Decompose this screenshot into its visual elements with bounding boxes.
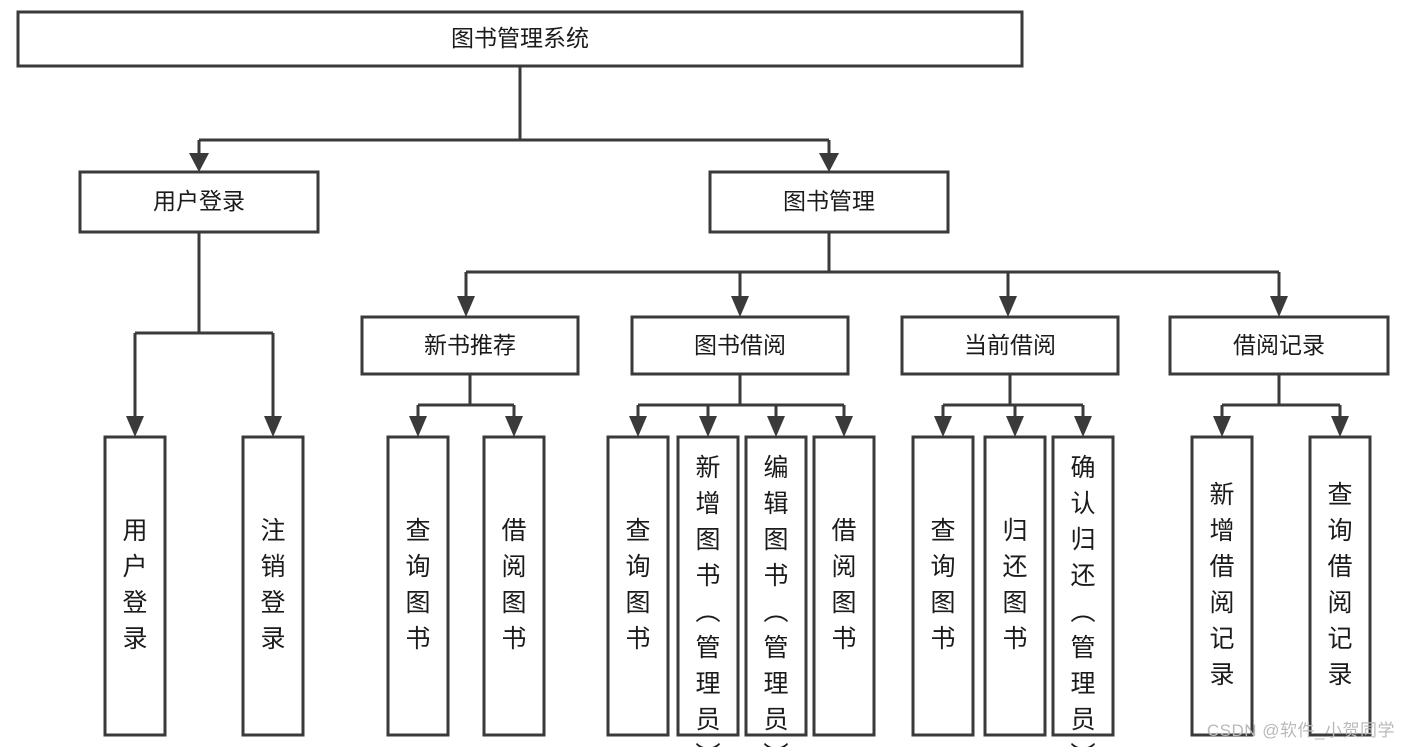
leaf-node-logout-user-label: 注销登录	[260, 517, 285, 653]
leaf-node-add-borrow-record[interactable]: 新增借阅记录	[1190, 435, 1254, 737]
leaf-node-add-book-admin-box[interactable]	[676, 435, 740, 737]
node-new-book-recommend-label: 新书推荐	[424, 332, 516, 358]
node-current-borrow[interactable]: 当前借阅	[900, 315, 1120, 376]
node-book-manage-box[interactable]	[708, 170, 950, 234]
leaf-node-return-book-label: 归还图书	[1002, 517, 1027, 653]
leaf-node-query-borrow-record-box[interactable]	[1308, 435, 1372, 737]
arrow-head-add-borrow-record	[1213, 416, 1231, 437]
leaf-node-login-user-label: 用户登录	[122, 517, 147, 653]
leaf-node-confirm-return-admin[interactable]: 确认归还︵管理员︶	[1051, 435, 1115, 747]
node-book-borrow[interactable]: 图书借阅	[630, 315, 850, 376]
leaf-node-query-borrow-record[interactable]: 查询借阅记录	[1308, 435, 1372, 737]
leaf-node-login-user-box[interactable]	[103, 435, 167, 737]
leaf-node-query-book-cur-label: 查询图书	[930, 517, 955, 653]
node-current-borrow-box[interactable]	[900, 315, 1120, 376]
node-book-borrow-box[interactable]	[630, 315, 850, 376]
arrow-head-book-manage	[819, 153, 839, 172]
node-root-label: 图书管理系统	[451, 25, 589, 51]
leaf-node-return-book[interactable]: 归还图书	[983, 435, 1047, 737]
leaf-node-query-book-cur-box[interactable]	[911, 435, 975, 737]
leaf-node-query-book-rec-label: 查询图书	[405, 517, 430, 653]
node-book-manage[interactable]: 图书管理	[708, 170, 950, 234]
leaf-node-query-book-borrow-box[interactable]	[606, 435, 670, 737]
arrow-head-logout-user	[264, 416, 282, 437]
leaf-nodes: 用户登录 注销登录 查询图书 借阅图书 查询图书 新增图书︵管理员︶ 编辑图书︵管理员︶ 借阅…	[103, 435, 1372, 747]
node-user-login-box[interactable]	[78, 170, 320, 234]
arrow-head-new-book-recommend	[457, 296, 475, 317]
arrow-head-query-book-cur	[934, 416, 952, 437]
arrow-head-query-book-borrow	[629, 416, 647, 437]
leaf-node-add-book-admin[interactable]: 新增图书︵管理员︶	[676, 435, 740, 747]
node-borrow-record[interactable]: 借阅记录	[1168, 315, 1390, 376]
node-user-login[interactable]: 用户登录	[78, 170, 320, 234]
arrow-head-add-book-admin	[699, 416, 717, 437]
leaf-node-confirm-return-admin-box[interactable]	[1051, 435, 1115, 737]
leaf-node-borrow-book-rec[interactable]: 借阅图书	[482, 435, 546, 737]
arrow-head-return-book	[1006, 416, 1024, 437]
arrow-head-user-login	[189, 153, 209, 172]
leaf-node-borrow-book-rec-label: 借阅图书	[501, 517, 526, 653]
leaf-node-query-borrow-record-label: 查询借阅记录	[1327, 481, 1352, 689]
node-new-book-recommend[interactable]: 新书推荐	[360, 315, 580, 376]
leaf-node-query-book-borrow[interactable]: 查询图书	[606, 435, 670, 737]
node-user-login-label: 用户登录	[153, 188, 245, 214]
leaf-node-logout-user-box[interactable]	[241, 435, 305, 737]
node-borrow-record-box[interactable]	[1168, 315, 1390, 376]
node-book-manage-label: 图书管理	[783, 188, 875, 214]
leaf-node-return-book-box[interactable]	[983, 435, 1047, 737]
node-root-box[interactable]	[16, 10, 1024, 68]
leaf-node-edit-book-admin-box[interactable]	[744, 435, 808, 737]
node-root[interactable]: 图书管理系统	[16, 10, 1024, 68]
leaf-node-query-book-cur[interactable]: 查询图书	[911, 435, 975, 737]
arrow-head-query-book-rec	[409, 416, 427, 437]
node-borrow-record-label: 借阅记录	[1233, 332, 1325, 358]
node-book-borrow-label: 图书借阅	[694, 332, 786, 358]
leaf-node-borrow-book-rec-box[interactable]	[482, 435, 546, 737]
leaf-node-query-book-borrow-label: 查询图书	[625, 517, 650, 653]
leaf-node-query-book-rec-box[interactable]	[386, 435, 450, 737]
arrow-head-edit-book-admin	[767, 416, 785, 437]
arrow-head-borrow-book-rec	[505, 416, 523, 437]
arrow-head-book-borrow	[731, 296, 749, 317]
connectors	[126, 66, 1349, 437]
arrow-head-confirm-return-admin	[1074, 416, 1092, 437]
arrow-head-query-borrow-record	[1331, 416, 1349, 437]
leaf-node-borrow-book-label: 借阅图书	[831, 517, 856, 653]
arrow-head-current-borrow	[999, 296, 1017, 317]
leaf-node-login-user[interactable]: 用户登录	[103, 435, 167, 737]
leaf-node-add-book-admin-label: 新增图书︵管理员︶	[695, 454, 720, 747]
leaf-node-add-borrow-record-label: 新增借阅记录	[1209, 481, 1234, 689]
arrow-head-borrow-record	[1270, 296, 1288, 317]
arrow-head-login-user	[126, 416, 144, 437]
leaf-node-edit-book-admin-label: 编辑图书︵管理员︶	[763, 454, 788, 747]
leaf-node-add-borrow-record-box[interactable]	[1190, 435, 1254, 737]
leaf-node-query-book-rec[interactable]: 查询图书	[386, 435, 450, 737]
leaf-node-edit-book-admin[interactable]: 编辑图书︵管理员︶	[744, 435, 808, 747]
leaf-node-borrow-book[interactable]: 借阅图书	[812, 435, 876, 737]
node-current-borrow-label: 当前借阅	[964, 332, 1056, 358]
leaf-node-confirm-return-admin-label: 确认归还︵管理员︶	[1070, 454, 1095, 747]
leaf-node-borrow-book-box[interactable]	[812, 435, 876, 737]
node-new-book-recommend-box[interactable]	[360, 315, 580, 376]
leaf-node-logout-user[interactable]: 注销登录	[241, 435, 305, 737]
arrow-head-borrow-book	[835, 416, 853, 437]
